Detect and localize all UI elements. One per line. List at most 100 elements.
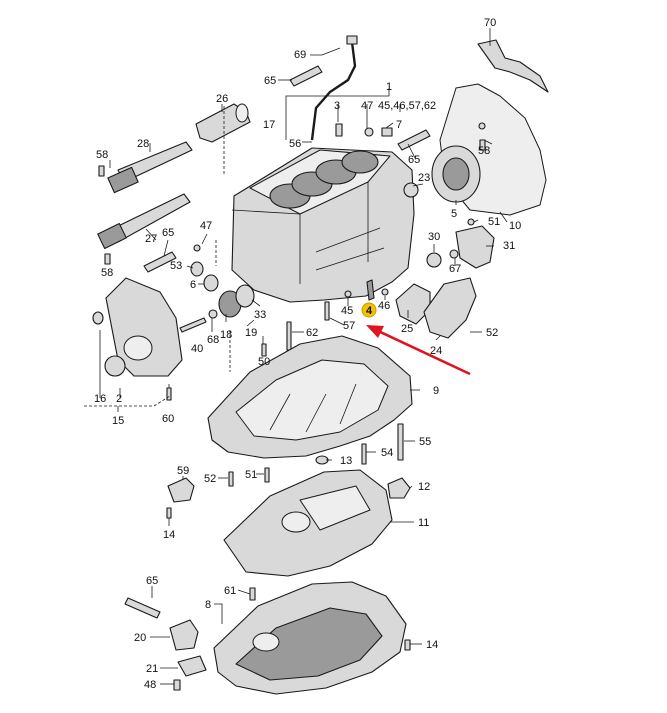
- part-30: [426, 252, 442, 268]
- part-12-fitting: [387, 477, 411, 499]
- callout-65-b: 65: [408, 154, 420, 166]
- part-15-seal-bore: [123, 335, 153, 361]
- callout-60: 60: [162, 413, 174, 425]
- part-70-cover-segment: [477, 39, 549, 93]
- part-14-bolt-b: [404, 639, 411, 651]
- part-45: [344, 290, 352, 298]
- callout-17: 17: [263, 119, 275, 131]
- callout-labels: 70 69 65 1 26 3 47 45,46,57,62 17 7 28 5…: [94, 17, 521, 691]
- callout-30: 30: [428, 231, 440, 243]
- callout-45-46-57-62: 45,46,57,62: [378, 100, 436, 112]
- part-20-sensor: [169, 619, 199, 651]
- part-25-bracket: [395, 283, 431, 325]
- callout-69: 69: [294, 49, 306, 61]
- callout-47-b: 47: [200, 220, 212, 232]
- part-47-b: [193, 244, 201, 252]
- callout-2: 2: [116, 393, 122, 405]
- callout-24: 24: [430, 345, 442, 357]
- part-8-drain: [252, 632, 280, 652]
- callout-65-d: 65: [146, 575, 158, 587]
- callout-57: 57: [343, 320, 355, 332]
- callout-28: 28: [137, 138, 149, 150]
- callout-15: 15: [112, 415, 124, 427]
- part-50: [261, 343, 267, 357]
- part-11-opening: [281, 511, 311, 533]
- callout-51-b: 51: [245, 469, 257, 481]
- callout-5: 5: [451, 208, 457, 220]
- part-6-ring: [203, 274, 219, 292]
- part-7: [381, 127, 393, 137]
- callout-53: 53: [170, 260, 182, 272]
- part-48-bolt: [173, 679, 181, 691]
- callout-13: 13: [340, 455, 352, 467]
- part-1-cylinder-4: [341, 150, 379, 174]
- part-47: [364, 127, 374, 137]
- part-31-housing: [455, 225, 495, 269]
- part-67: [449, 249, 459, 259]
- part-1-engine-block: [231, 147, 415, 303]
- callout-51: 51: [488, 216, 500, 228]
- pointer-arrow: [366, 325, 471, 376]
- callout-8: 8: [205, 599, 211, 611]
- callout-65: 65: [264, 75, 276, 87]
- part-9-inner: [235, 359, 389, 441]
- callout-18: 18: [220, 329, 232, 341]
- part-4-sensor: [366, 279, 375, 301]
- part-58-bolt-b: [104, 253, 111, 265]
- callout-47: 47: [361, 100, 373, 112]
- part-24-housing: [423, 277, 477, 339]
- part-57-bolt: [324, 301, 330, 321]
- part-65-label-b: [397, 129, 431, 151]
- part-33-sprocket: [235, 284, 255, 308]
- part-51-bolt: [467, 218, 475, 226]
- part-58-bolt-a: [98, 165, 105, 177]
- callout-7: 7: [396, 119, 402, 131]
- callout-52: 52: [486, 327, 498, 339]
- callout-11: 11: [418, 517, 429, 529]
- callout-40: 40: [191, 343, 203, 355]
- callout-31: 31: [503, 240, 515, 252]
- callout-23: 23: [418, 172, 430, 184]
- part-3: [335, 123, 343, 137]
- part-10-hole: [478, 122, 486, 130]
- callout-21: 21: [146, 663, 158, 675]
- callout-14: 14: [163, 529, 175, 541]
- part-61-bolt: [249, 587, 256, 601]
- callout-10: 10: [509, 220, 521, 232]
- part-23: [403, 182, 419, 198]
- part-26-end: [235, 103, 249, 123]
- part-59-sensor: [167, 477, 195, 503]
- part-58-bolt-c: [479, 139, 486, 151]
- callout-62: 62: [306, 327, 318, 339]
- part-11-ribs: [299, 485, 371, 531]
- part-46: [381, 288, 389, 296]
- part-69-dipstick: [310, 41, 357, 141]
- part-54-bolt: [361, 443, 367, 465]
- callout-54: 54: [381, 447, 393, 459]
- part-69-handle: [346, 35, 358, 45]
- callout-4: 4: [366, 305, 373, 317]
- callout-19: 19: [245, 327, 257, 339]
- part-60: [166, 387, 172, 401]
- callout-27: 27: [145, 233, 157, 245]
- part-28-gear: [107, 166, 139, 194]
- part-2-seal: [104, 355, 126, 377]
- part-8-sump: [235, 607, 383, 681]
- part-68: [208, 309, 218, 319]
- part-62-bolt: [286, 321, 292, 351]
- highlight-part-4: [361, 302, 377, 318]
- callout-26: 26: [216, 93, 228, 105]
- callout-61: 61: [224, 585, 236, 597]
- callout-59: 59: [177, 465, 189, 477]
- callout-46: 46: [378, 300, 390, 312]
- part-14-bolt-a: [166, 507, 172, 519]
- callout-58-top: 58: [96, 149, 108, 161]
- part-27-gear: [97, 222, 127, 250]
- callout-9: 9: [433, 385, 439, 397]
- callout-48: 48: [144, 679, 156, 691]
- callout-25: 25: [401, 323, 413, 335]
- part-55-bolt: [397, 423, 404, 461]
- callout-20: 20: [134, 632, 146, 644]
